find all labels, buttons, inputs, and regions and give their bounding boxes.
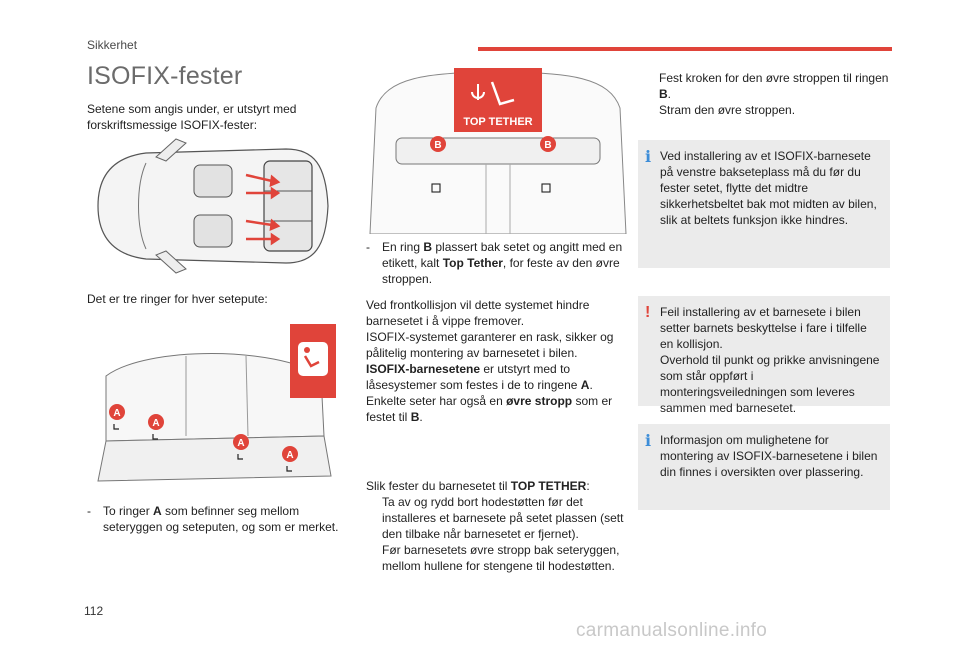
page-title: ISOFIX-fester [87,62,243,90]
step-item: Før barnesetets øvre stropp bak seterygg… [366,542,626,574]
step-marker [643,102,659,118]
info-box-installation: i Ved installering av et ISOFIX-barneset… [638,140,890,268]
info-icon: i [645,431,652,450]
step-item: Stram den øvre stroppen. [643,102,893,118]
step-marker [366,542,382,574]
ring-a-label-3: A [237,438,244,449]
isofix-description: Ved frontkollisjon vil dette systemet hi… [366,298,614,424]
ring-a-label-2: A [152,418,159,429]
bullet-ring-a: - To ringer A som befinner seg mellom se… [87,504,339,534]
bullet-ring-b: - En ring B plassert bak setet og angitt… [366,240,623,286]
seat-rings-a-figure: A A A A [97,324,336,482]
info-icon: i [645,147,652,166]
section-label: Sikkerhet [87,38,138,52]
step-marker [643,70,659,102]
step-item: Fest kroken for den øvre stroppen til ri… [643,70,893,102]
ring-b-label-1: B [434,140,441,151]
watermark: carmanualsonline.info [576,620,768,641]
step-item: Ta av og rydd bort hodestøtten før det i… [366,494,626,542]
warning-box: ! Feil installering av et barnesete i bi… [638,296,890,415]
ring-b-label-2: B [544,140,551,151]
child-seat-anchor-icon [471,81,515,106]
warning-icon: ! [645,304,651,321]
info-box-placement: i Informasjon om mulighetene for monteri… [638,424,890,510]
ring-a-label-1: A [113,408,120,419]
bullet-marker: - [366,240,370,254]
rings-intro: Det er tre ringer for hver setepute: [87,292,268,306]
top-tether-steps-cont: Fest kroken for den øvre stroppen til ri… [643,70,893,118]
header-rule [478,47,892,51]
ring-a-label-4: A [286,450,293,461]
isofix-logo-icon [298,342,328,376]
page-number: 112 [84,604,104,618]
top-tether-steps: Slik fester du barnesetet til TOP TETHER… [366,478,626,574]
top-tether-figure: TOP TETHER B B [369,68,627,234]
top-tether-label: TOP TETHER [463,116,532,128]
step-marker [366,494,382,542]
bullet-marker: - [87,504,91,518]
intro-text: Setene som angis under, er utstyrt med f… [87,102,297,132]
car-top-view-figure [97,138,329,274]
